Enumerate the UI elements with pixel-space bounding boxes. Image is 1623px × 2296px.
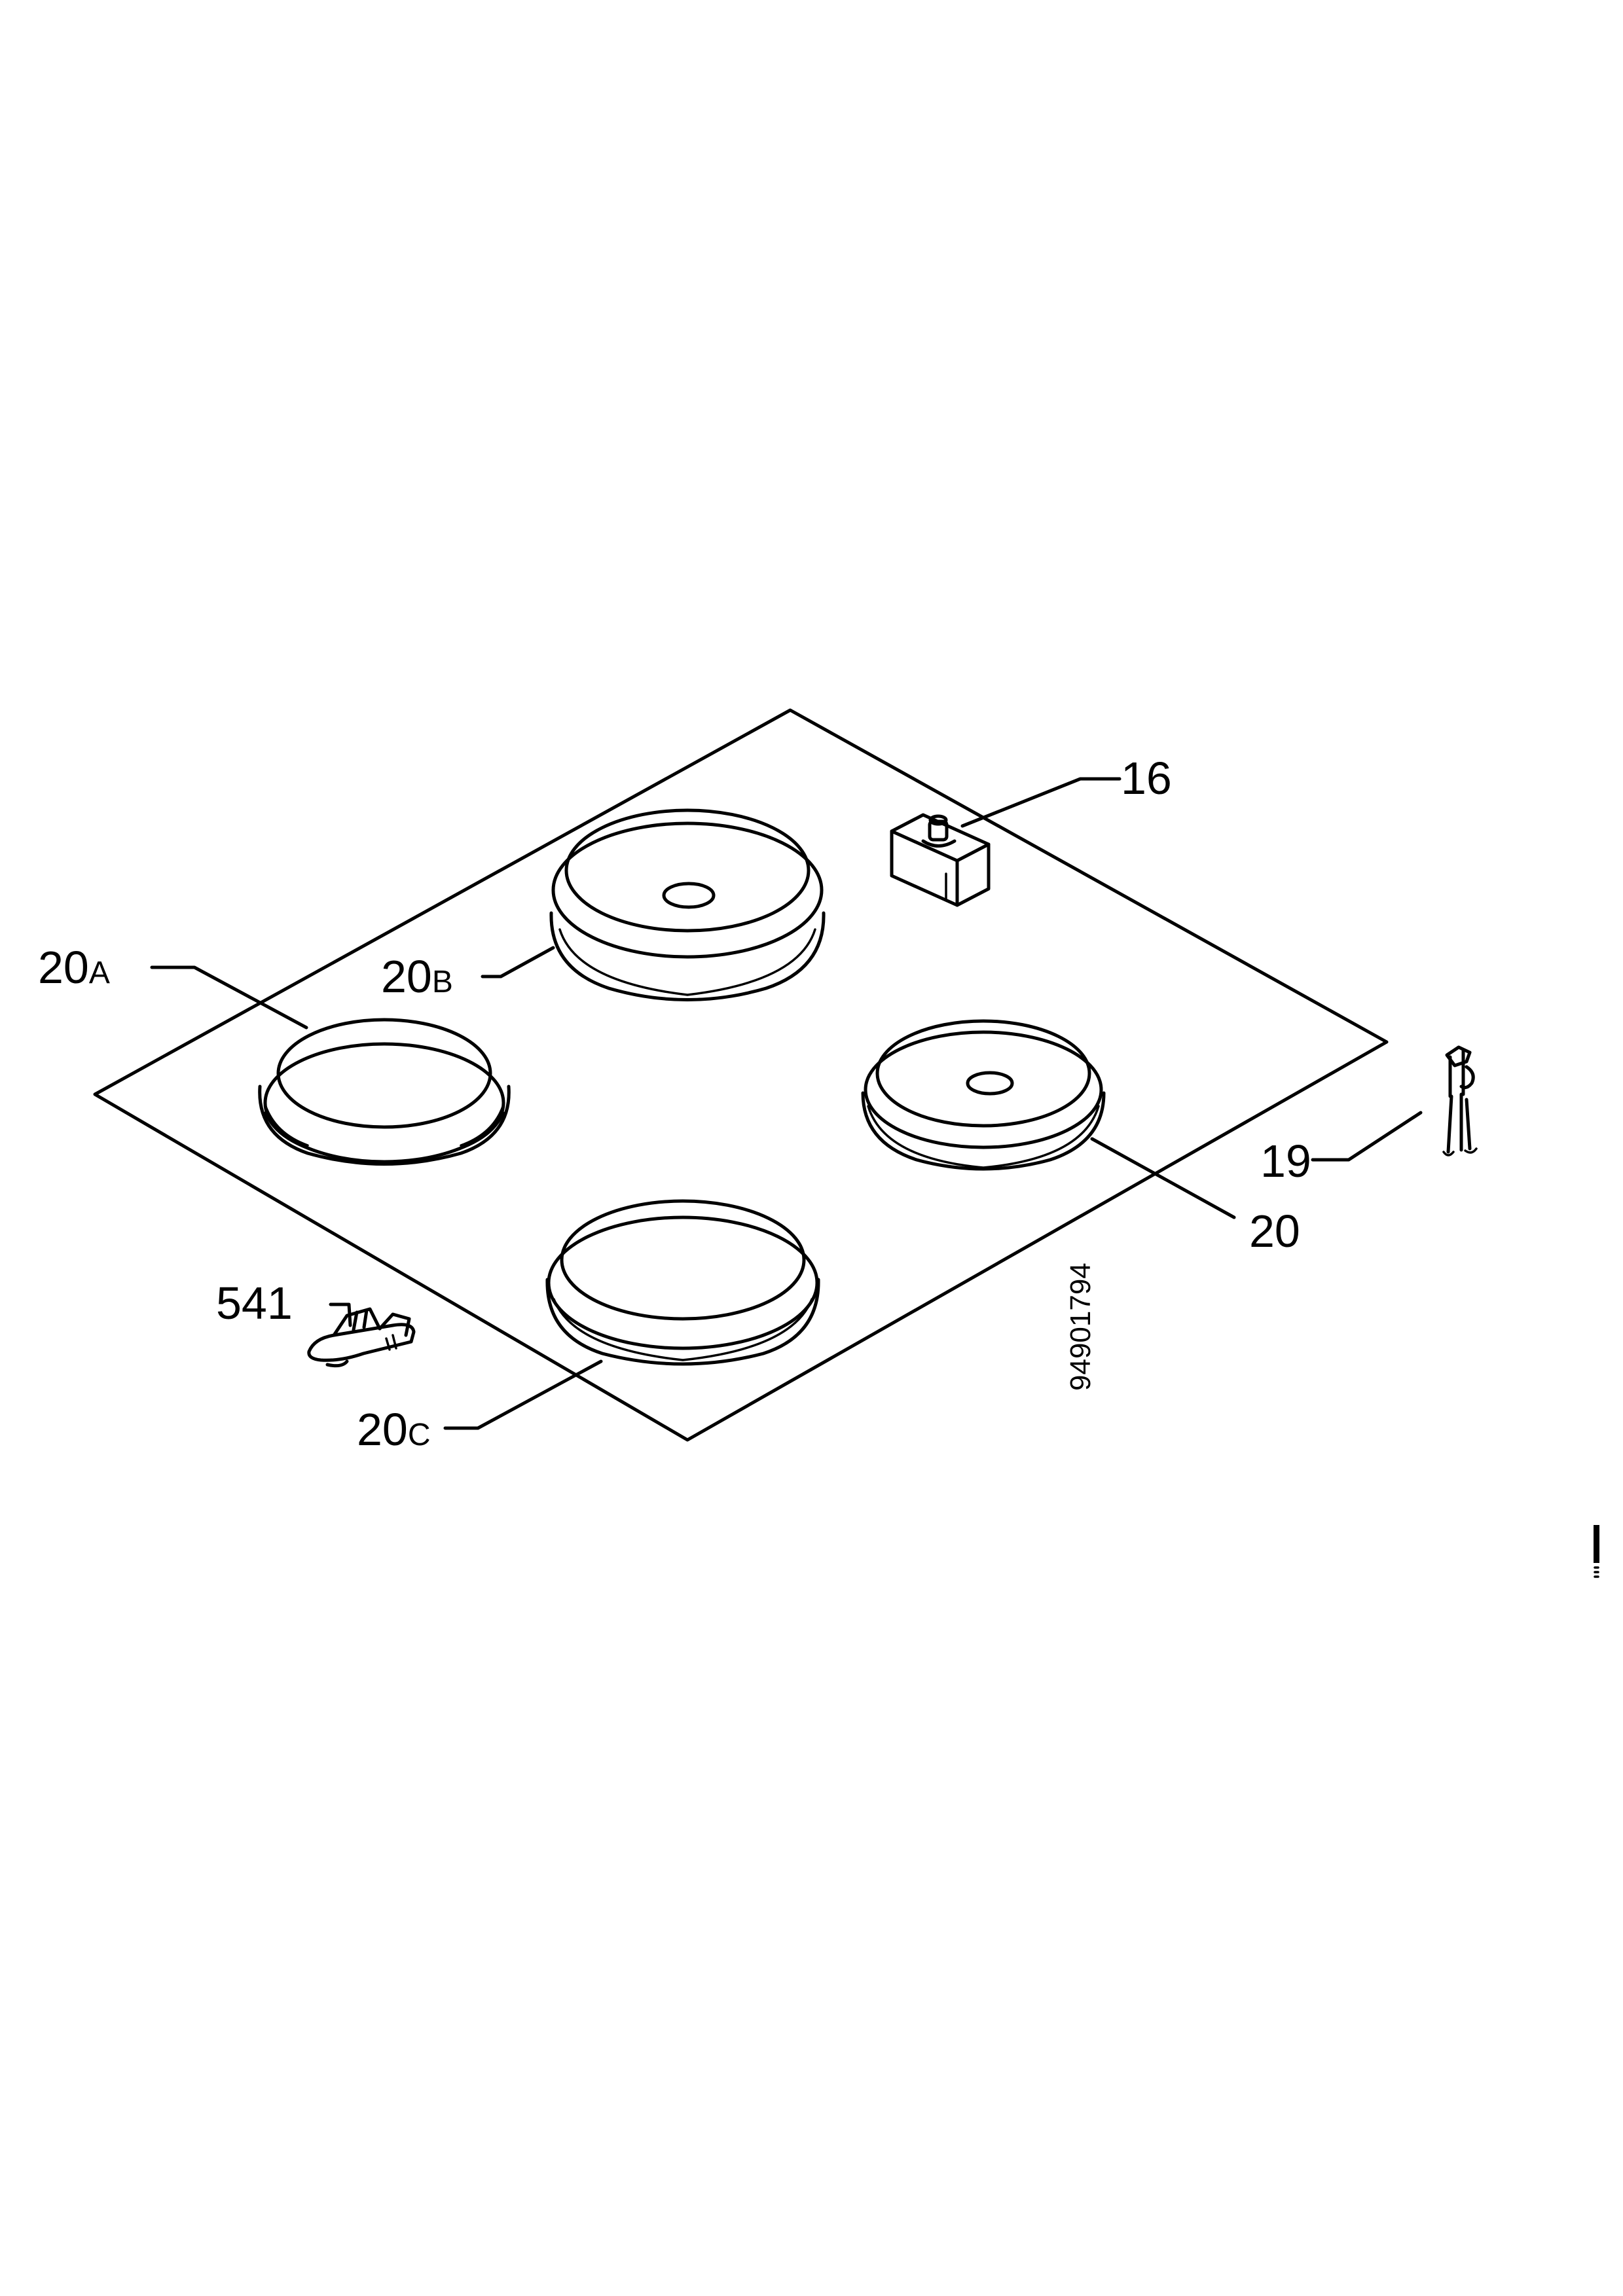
connector-19-icon — [1442, 1045, 1478, 1157]
leader-20a — [150, 965, 308, 1030]
callout-20a: 20A — [38, 942, 110, 993]
leader-19 — [1311, 1111, 1423, 1162]
cooking-zone-20b-icon — [549, 808, 826, 1001]
leader-20c — [443, 1359, 603, 1430]
callout-20b: 20B — [381, 951, 453, 1002]
callout-20: 20 — [1249, 1206, 1300, 1257]
switch-16-icon — [890, 813, 991, 907]
callout-20a-number: 20 — [38, 942, 89, 993]
leader-16 — [960, 777, 1122, 828]
document-number: 94901794 — [1065, 1263, 1097, 1391]
cooking-zone-20-icon — [861, 1019, 1106, 1171]
callout-20b-number: 20 — [381, 951, 432, 1002]
callout-19: 19 — [1260, 1136, 1311, 1187]
callout-20c-suffix: C — [408, 1418, 431, 1452]
hob-plate-icon — [93, 708, 1389, 1442]
clip-541-icon — [307, 1307, 416, 1368]
callout-20c: 20C — [357, 1404, 431, 1455]
callout-20b-suffix: B — [432, 965, 453, 999]
registration-mark-icon — [1594, 1525, 1599, 1578]
cooking-zone-20c-icon — [545, 1199, 820, 1366]
leader-20 — [1090, 1137, 1236, 1219]
callout-16: 16 — [1121, 753, 1172, 804]
leader-541 — [329, 1302, 352, 1327]
cooking-zone-20a-icon — [258, 1018, 511, 1166]
callout-541: 541 — [216, 1278, 293, 1329]
leader-lines — [150, 777, 1423, 1430]
leader-20b — [481, 946, 555, 978]
callout-20c-number: 20 — [357, 1404, 408, 1455]
callout-20a-suffix: A — [89, 956, 110, 990]
